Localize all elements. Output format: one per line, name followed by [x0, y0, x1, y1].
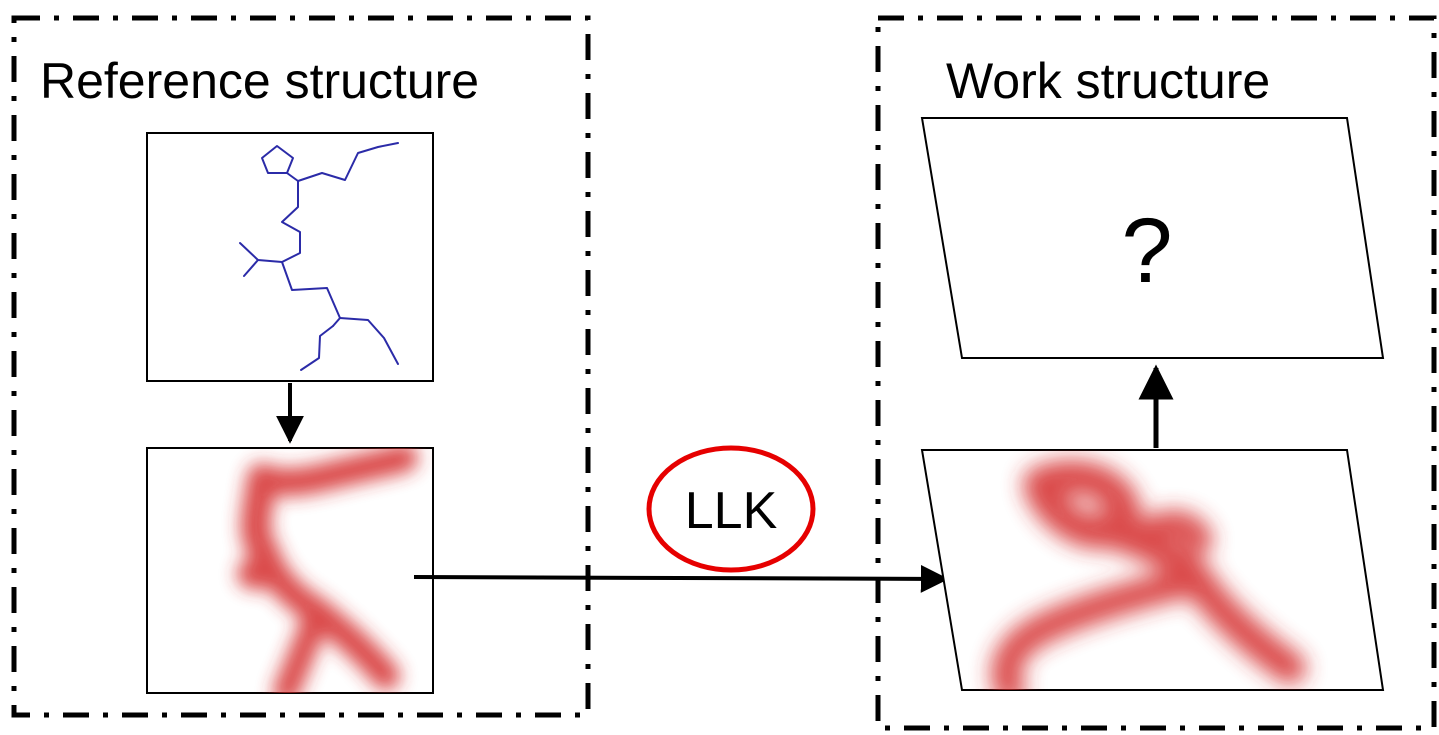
reference-group-frame	[11, 15, 591, 718]
work-unknown-panel	[920, 117, 1385, 359]
reference-title: Reference structure	[40, 53, 479, 109]
llk-transfer-arrow	[413, 564, 949, 593]
work-density-blob	[991, 460, 1306, 690]
reference-density-blob	[237, 448, 418, 693]
molecule-skeleton	[239, 142, 399, 371]
llk-label: LLK	[685, 482, 778, 540]
unknown-symbol: ?	[1121, 200, 1172, 302]
work-density-panel	[920, 449, 1385, 691]
work-group-frame	[875, 15, 1437, 731]
llk-ring	[646, 445, 816, 573]
work-title: Work structure	[946, 53, 1270, 109]
